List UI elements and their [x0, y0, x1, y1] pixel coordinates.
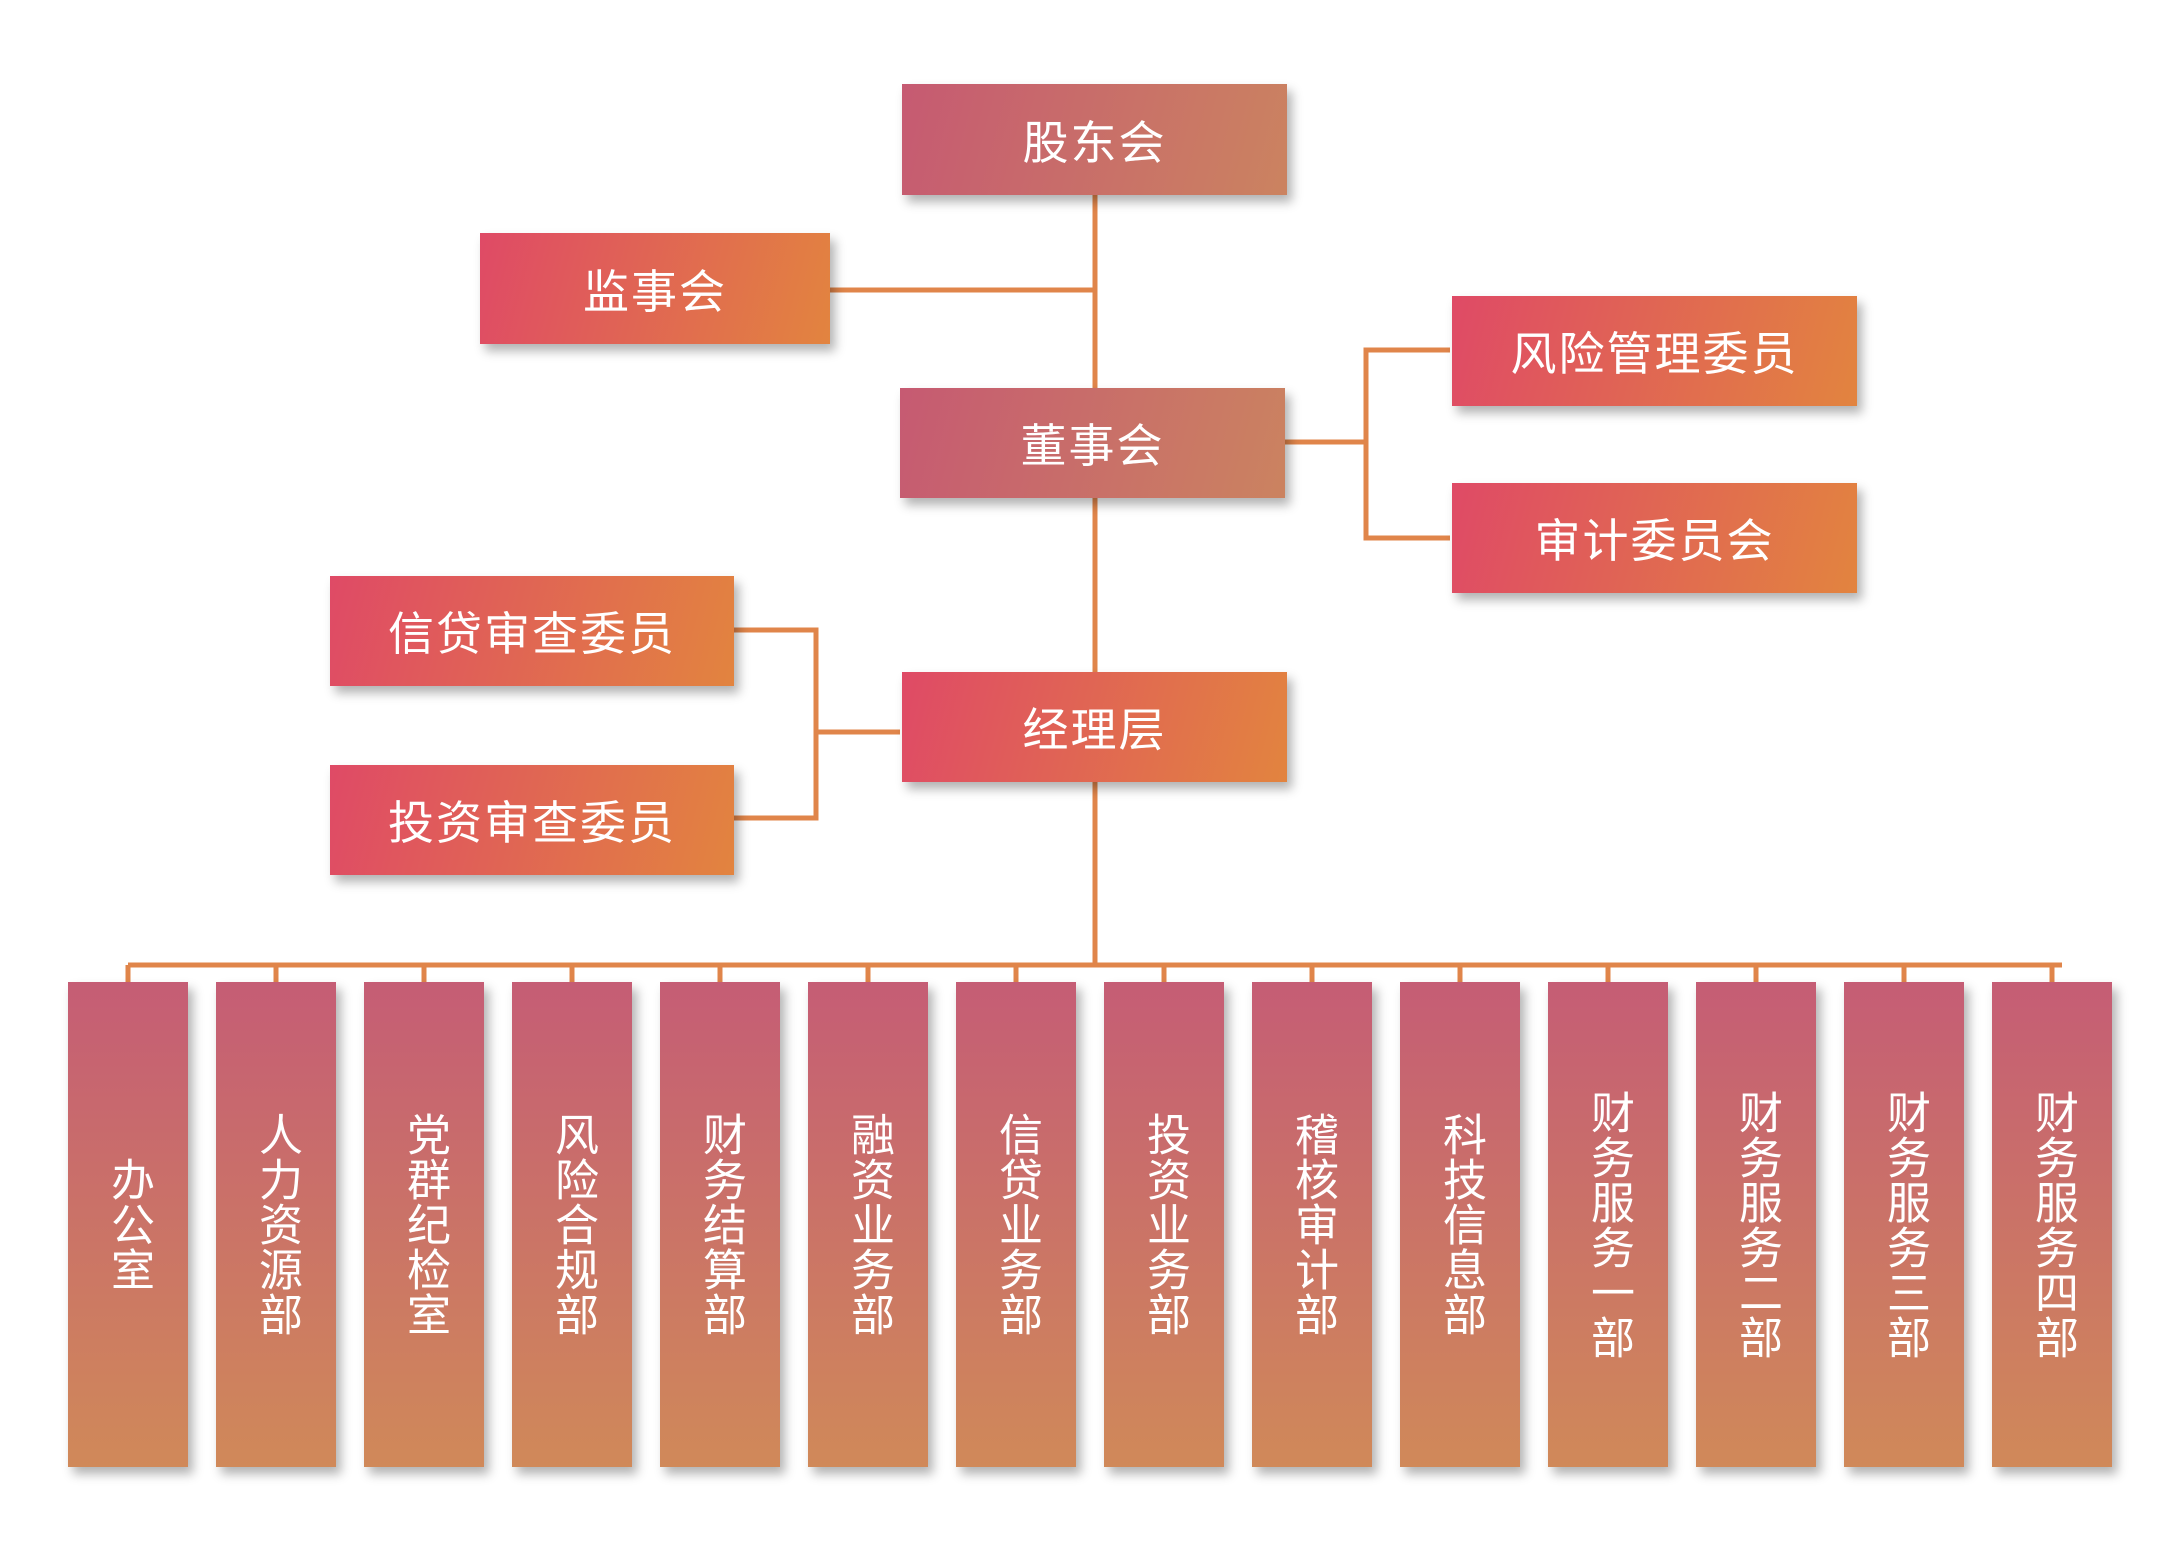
- department-label: 财务服务四部: [2027, 1089, 2078, 1360]
- node-investment-committee-label: 投资审查委员: [388, 796, 676, 850]
- department-label: 人力资源部: [251, 1112, 302, 1337]
- node-audit-committee-label: 审计委员会: [1534, 514, 1775, 568]
- department-box: 风险合规部: [512, 982, 632, 1467]
- department-label: 党群纪检室: [399, 1112, 450, 1337]
- connector-audit-committee: [1363, 442, 1450, 541]
- node-shareholders-label: 股东会: [1022, 115, 1167, 170]
- department-box: 人力资源部: [216, 982, 336, 1467]
- department-box: 财务服务四部: [1992, 982, 2112, 1467]
- node-risk-committee-label: 风险管理委员: [1510, 327, 1799, 381]
- department-label: 财务服务三部: [1879, 1089, 1930, 1360]
- department-label: 融资业务部: [843, 1112, 894, 1337]
- node-investment-committee: 投资审查委员: [330, 765, 734, 875]
- node-board-label: 董事会: [1020, 419, 1165, 473]
- department-box: 财务结算部: [660, 982, 780, 1467]
- node-risk-committee: 风险管理委员: [1452, 296, 1857, 406]
- department-box: 信贷业务部: [956, 982, 1076, 1467]
- node-credit-committee-label: 信贷审查委员: [388, 607, 676, 661]
- department-box: 财务服务一部: [1548, 982, 1668, 1467]
- department-label: 信贷业务部: [991, 1112, 1042, 1337]
- department-label: 办公室: [103, 1157, 154, 1292]
- node-management: 经理层: [902, 672, 1287, 782]
- connector-board-committees: [1282, 347, 1450, 445]
- department-box: 投资业务部: [1104, 982, 1224, 1467]
- department-label: 财务结算部: [695, 1112, 746, 1337]
- node-supervisory-board: 监事会: [480, 233, 830, 344]
- node-audit-committee: 审计委员会: [1452, 483, 1857, 593]
- node-board: 董事会: [900, 388, 1285, 498]
- node-credit-committee: 信贷审查委员: [330, 576, 734, 686]
- department-box: 党群纪检室: [364, 982, 484, 1467]
- node-management-label: 经理层: [1022, 703, 1167, 757]
- connector-investment-committee: [733, 732, 819, 821]
- department-box: 科技信息部: [1400, 982, 1520, 1467]
- department-box: 融资业务部: [808, 982, 928, 1467]
- department-label: 科技信息部: [1435, 1112, 1486, 1337]
- department-label: 投资业务部: [1139, 1112, 1190, 1337]
- department-box: 财务服务二部: [1696, 982, 1816, 1467]
- department-label: 稽核审计部: [1287, 1112, 1338, 1337]
- department-box: 财务服务三部: [1844, 982, 1964, 1467]
- connector-credit-committee: [733, 627, 900, 735]
- department-label: 财务服务二部: [1731, 1089, 1782, 1360]
- node-supervisory-board-label: 监事会: [583, 264, 727, 319]
- department-drop-lines: [125, 965, 2055, 982]
- department-box: 办公室: [68, 982, 188, 1467]
- department-label: 风险合规部: [547, 1112, 598, 1337]
- department-box: 稽核审计部: [1252, 982, 1372, 1467]
- node-shareholders: 股东会: [902, 84, 1287, 195]
- department-label: 财务服务一部: [1583, 1089, 1634, 1360]
